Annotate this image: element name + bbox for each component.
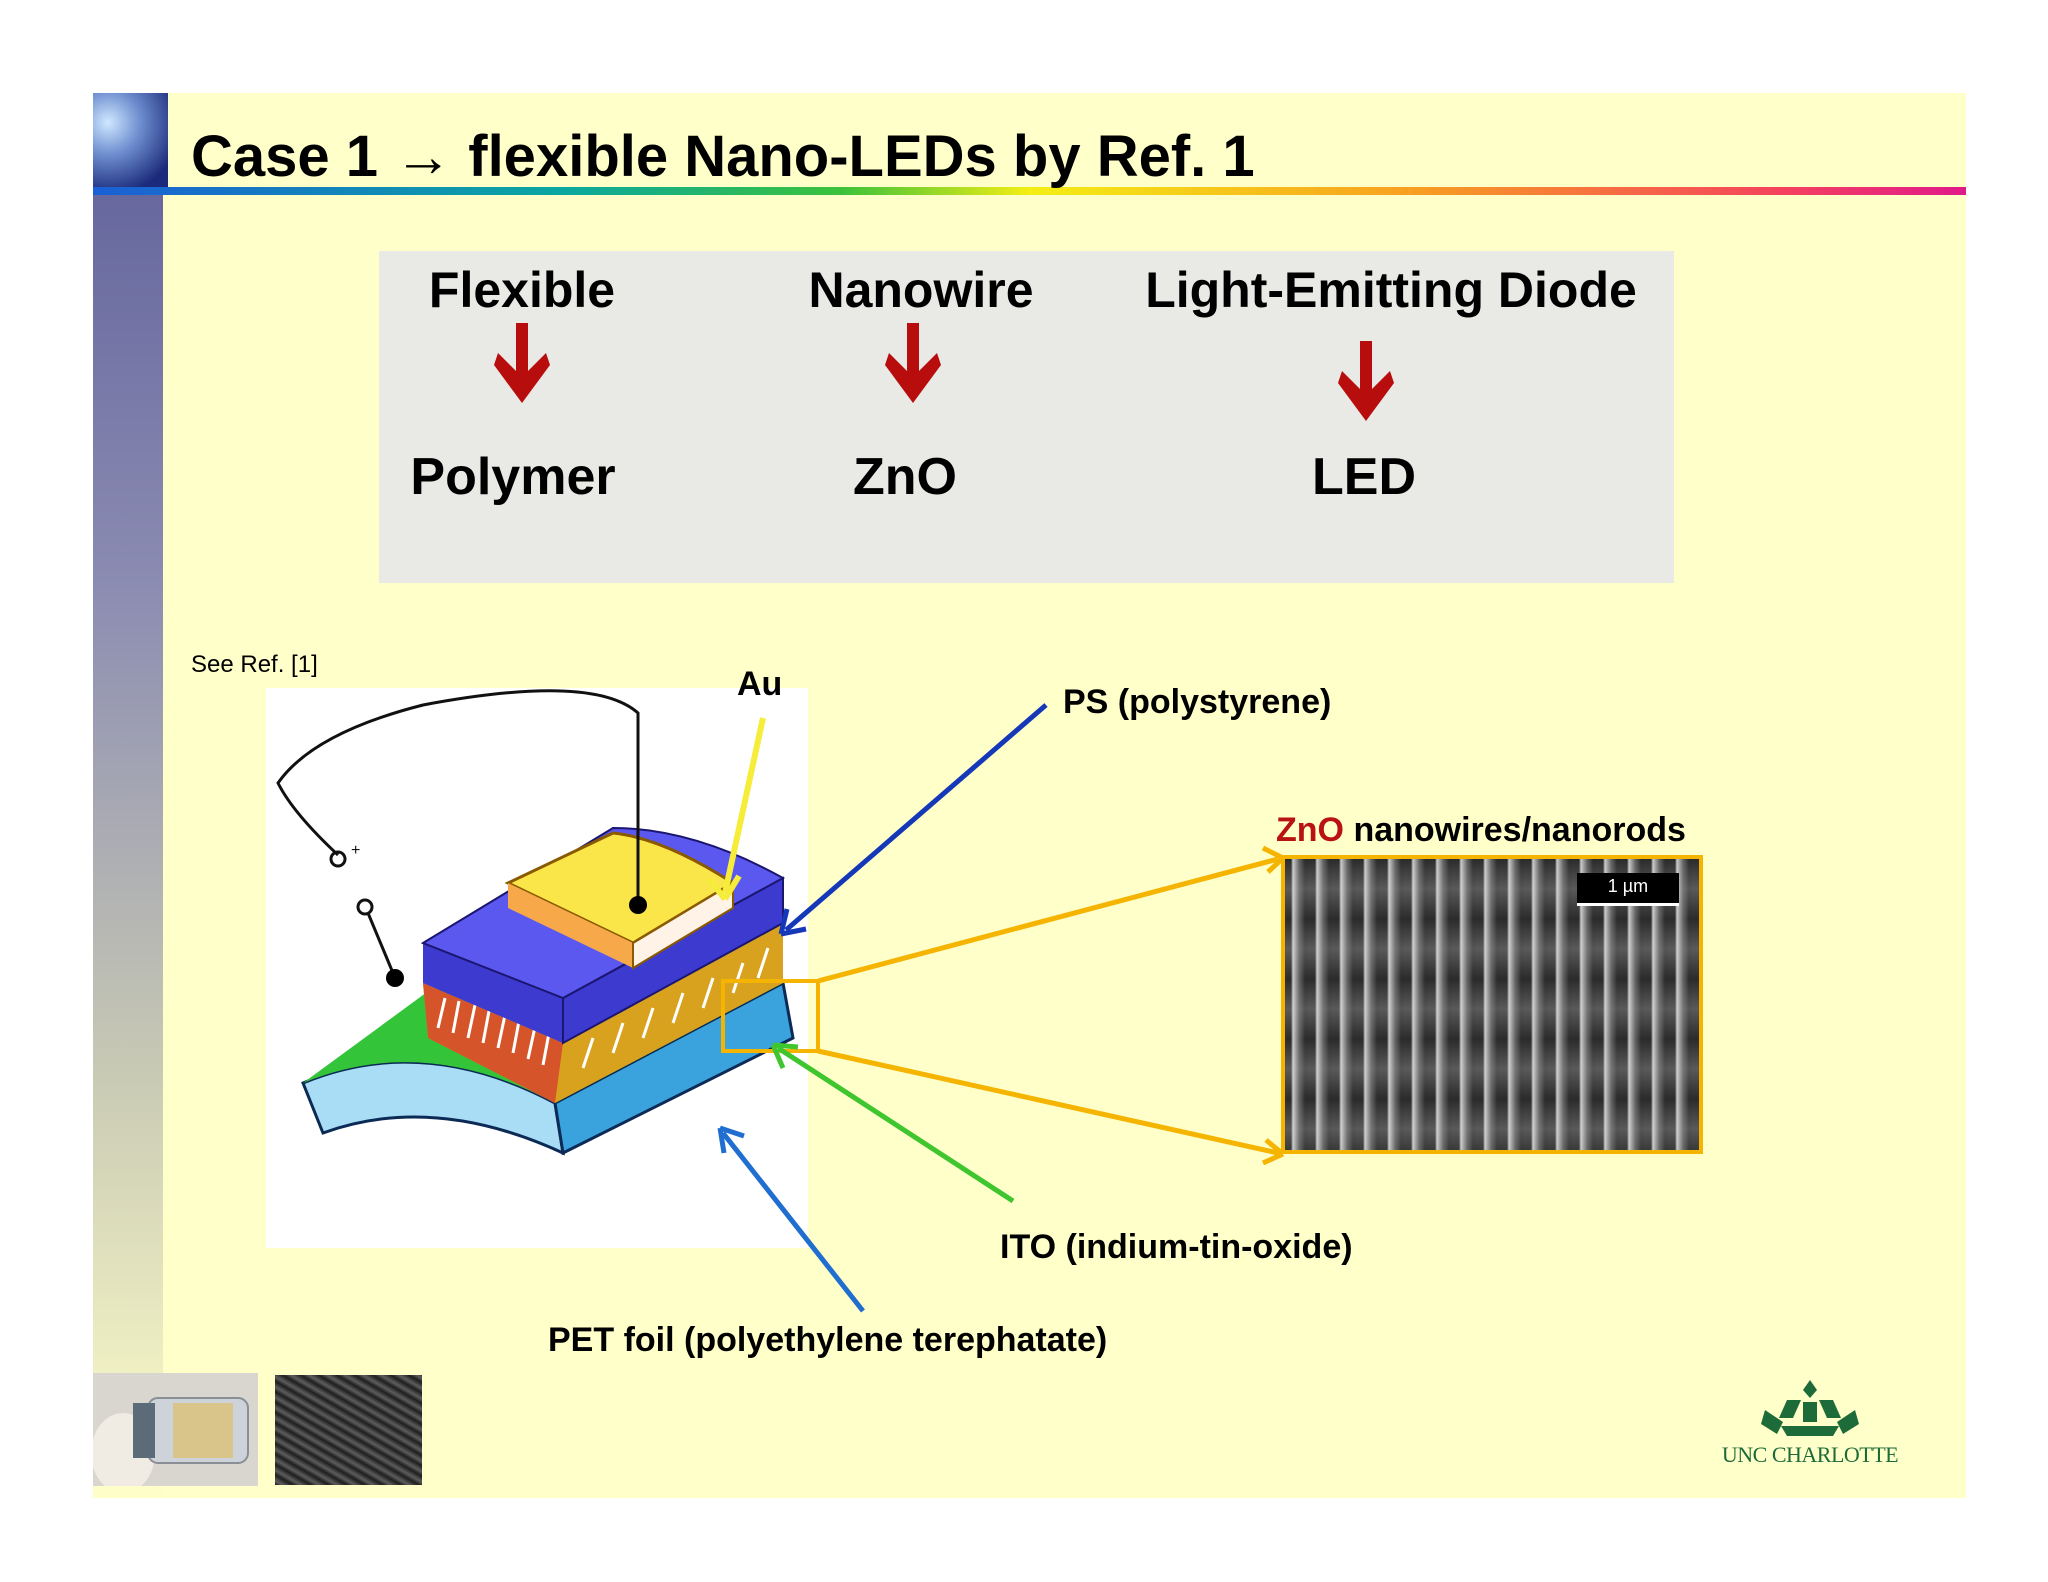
sample-bottle-thumbnail: [93, 1373, 258, 1486]
zno-zoom-arrows: [817, 845, 1285, 1166]
concept-term-nanowire: Nanowire: [808, 262, 1034, 318]
anode-terminal: [329, 850, 347, 868]
side-gradient-bar: [93, 93, 163, 1498]
slide-title: Case 1 → flexible Nano-LEDs by Ref. 1: [191, 124, 1255, 189]
reference-note: See Ref. [1]: [191, 651, 318, 678]
down-arrow-icon: [494, 323, 550, 403]
concept-result-zno: ZnO: [853, 448, 957, 506]
pet-arrow: [717, 1125, 865, 1313]
concept-mapping-box: Flexible Nanowire Light-Emitting Diode P…: [379, 251, 1674, 583]
anode-wire: [276, 689, 640, 903]
au-contact-side: [508, 883, 633, 968]
concept-term-led: Light-Emitting Diode: [1145, 262, 1637, 318]
sem-scale-bar: 1 µm: [1577, 873, 1679, 906]
ps-block-side: [423, 943, 563, 1043]
crown-logo-icon: [1761, 1380, 1859, 1436]
au-contact-front: [632, 881, 734, 970]
callout-au: Au: [737, 665, 783, 703]
cathode-terminal: [356, 898, 374, 916]
zoom-region-box: [721, 979, 820, 1053]
rainbow-title-rule: [93, 187, 1966, 195]
logo-wordmark: UNC CHARLOTTE: [1721, 1442, 1899, 1467]
concept-result-led: LED: [1312, 448, 1416, 506]
au-arrow: [706, 717, 766, 901]
down-arrow-icon: [885, 323, 941, 403]
ito-arrow: [770, 1042, 1015, 1204]
zno-nanowire-sem-image: 1 µm: [1281, 855, 1703, 1154]
concept-result-polymer: Polymer: [410, 448, 616, 506]
down-arrow-icon: [1338, 341, 1394, 421]
callout-zno-word: ZnO: [1276, 811, 1344, 849]
callout-zno-rest: nanowires/nanorods: [1353, 811, 1686, 849]
concept-term-flexible: Flexible: [428, 262, 616, 318]
callout-zno: ZnO nanowires/nanorods: [1276, 811, 1686, 850]
sem-micrograph-thumbnail: [275, 1375, 422, 1485]
callout-ps: PS (polystyrene): [1063, 683, 1332, 721]
unc-charlotte-logo: UNC CHARLOTTE: [1705, 1378, 1915, 1478]
svg-text:+: +: [351, 842, 360, 859]
cathode-contact-dot: [386, 969, 404, 987]
slide: Case 1 → flexible Nano-LEDs by Ref. 1 Fl…: [93, 93, 1966, 1498]
nanowire-strokes: [436, 947, 770, 1069]
callout-ito: ITO (indium-tin-oxide): [1000, 1228, 1353, 1266]
ps-arrow: [778, 703, 1048, 937]
device-schematic-drawing: +: [276, 689, 1285, 1313]
cathode-wire: [366, 912, 395, 974]
callout-pet: PET foil (polyethylene terephatate): [548, 1321, 1108, 1359]
anode-contact-dot: [629, 896, 647, 914]
fiber-optic-corner-image: [93, 93, 168, 191]
